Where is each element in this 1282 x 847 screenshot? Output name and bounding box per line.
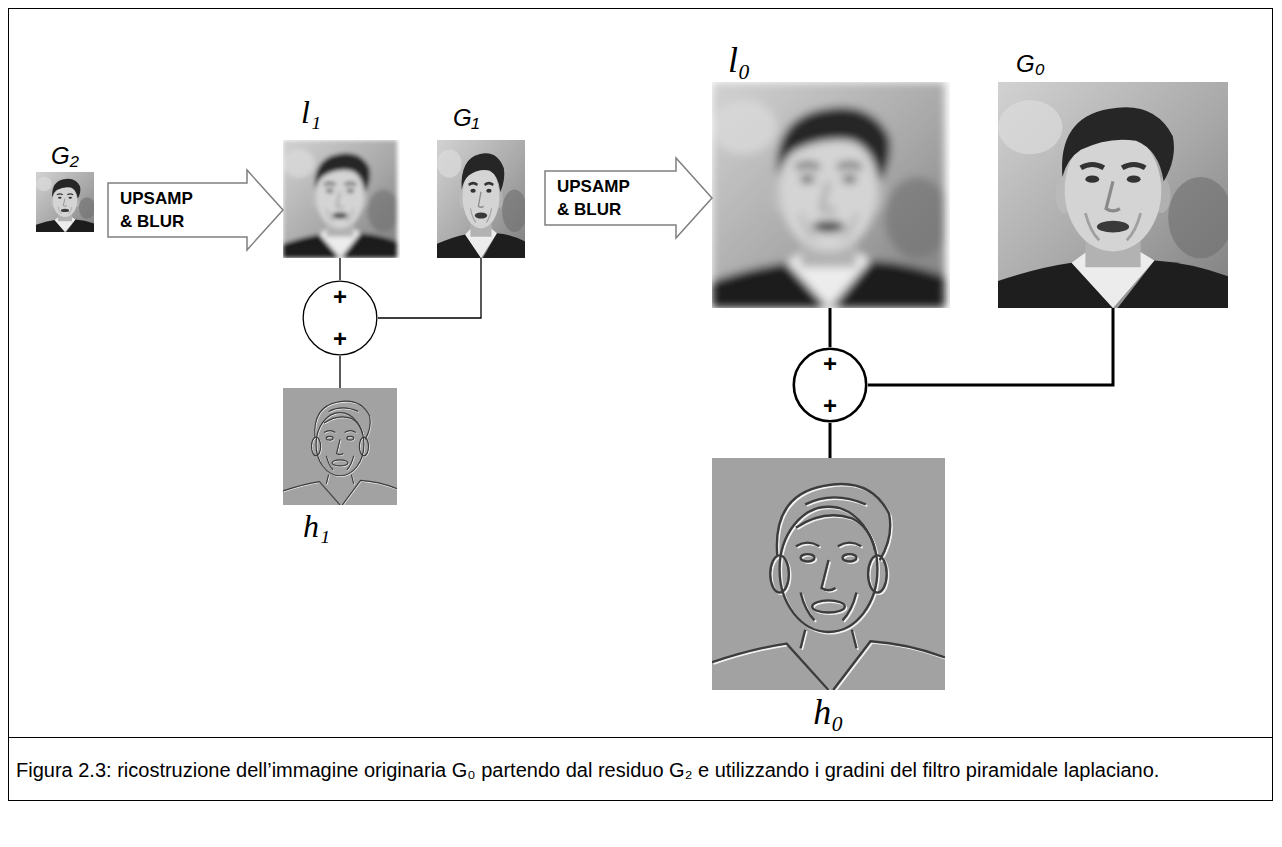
blurred-photo <box>283 140 399 258</box>
caption-separator <box>9 737 1273 738</box>
level-label: G₂ <box>36 144 94 168</box>
level-label: G₀ <box>1016 52 1045 76</box>
plus-sign: + <box>792 394 868 418</box>
laplacian-photo <box>283 388 398 506</box>
upsampled-image: l₁ <box>283 92 397 258</box>
plus-sign: + <box>792 352 868 376</box>
level-label: h₁ <box>303 510 330 542</box>
blurred-photo <box>712 82 950 308</box>
sum-circle: ++ <box>302 280 378 356</box>
level-label: l₁ <box>301 96 321 128</box>
original-image: G₀ <box>998 40 1228 308</box>
connector-line <box>829 308 832 347</box>
arrow-label: UPSAMP & BLUR <box>120 187 202 233</box>
residual-image: G₂ <box>36 140 94 232</box>
plus-sign: + <box>302 285 378 309</box>
connector-line <box>829 423 832 458</box>
connector-line <box>868 308 1113 385</box>
process-arrow <box>108 170 283 250</box>
laplacian-photo <box>712 458 947 692</box>
level-label: G₁ <box>453 106 479 130</box>
plus-sign: + <box>302 327 378 351</box>
figure-frame <box>9 9 1273 801</box>
connector-line <box>339 258 340 280</box>
connector-line <box>339 356 340 388</box>
gaussian-image: G₁ <box>437 92 525 258</box>
arrow-label: UPSAMP & BLUR <box>557 175 639 221</box>
laplacian-image: h₀ <box>712 458 945 732</box>
original-photo <box>998 82 1233 308</box>
process-arrow <box>545 158 712 238</box>
gaussian-photo <box>437 140 527 258</box>
residual-photo <box>36 172 95 232</box>
figure-caption: Figura 2.3: ricostruzione dell’immagine … <box>16 756 1266 784</box>
level-label: l₀ <box>728 42 751 78</box>
laplacian-image: h₁ <box>283 388 397 548</box>
level-label: h₀ <box>712 694 945 730</box>
upsampled-image: l₀ <box>712 40 945 308</box>
connector-line <box>378 258 481 318</box>
sum-circle: ++ <box>792 347 868 423</box>
